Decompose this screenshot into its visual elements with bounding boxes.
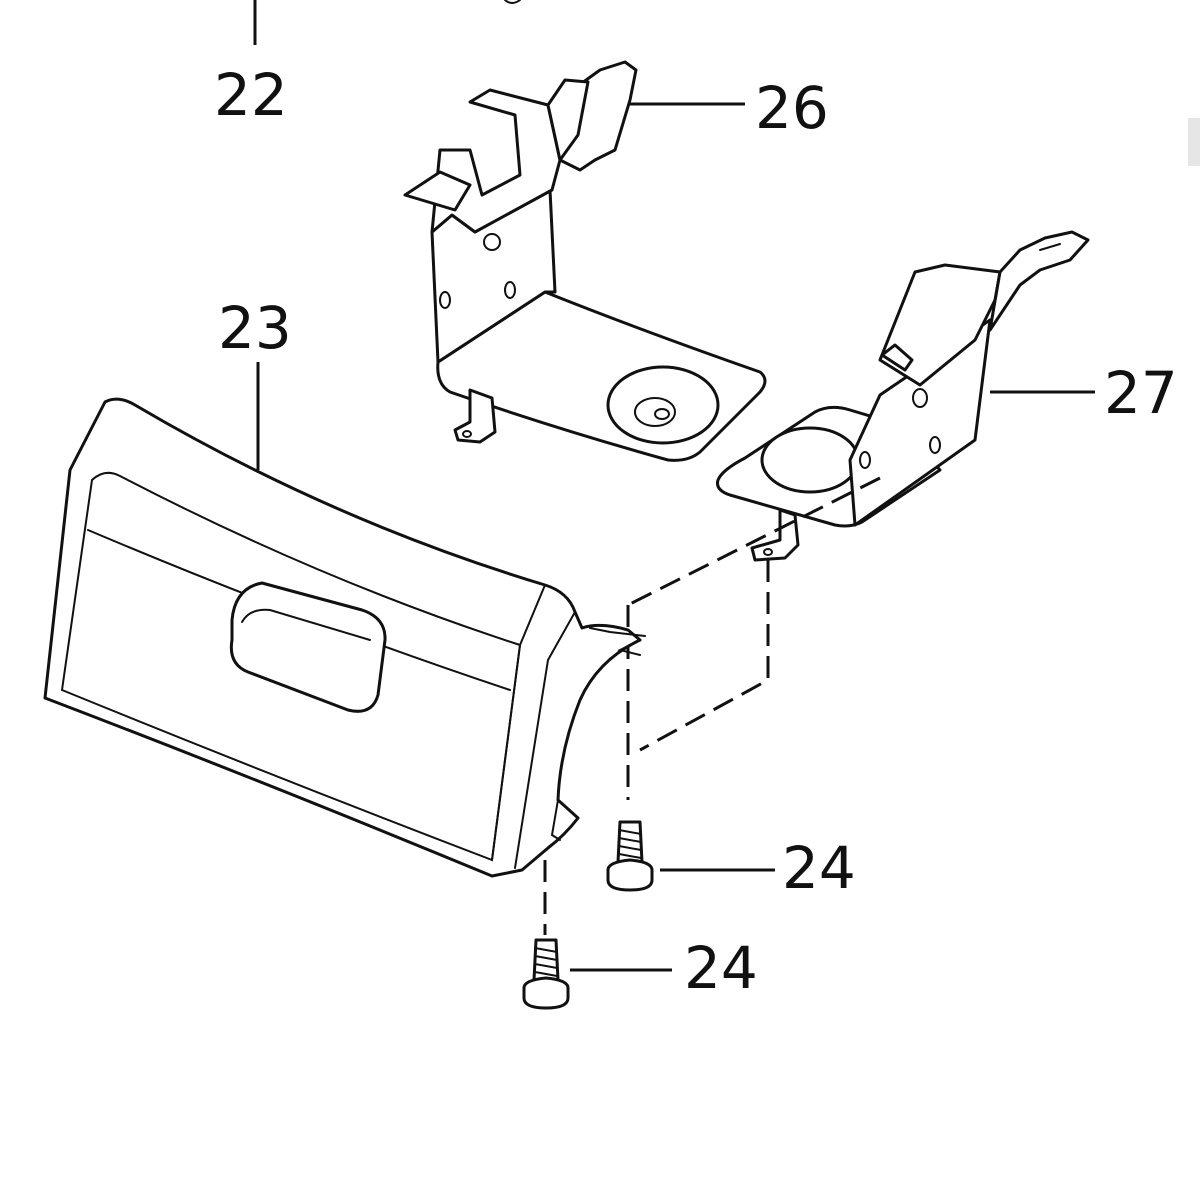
callout-23: 23 — [218, 294, 292, 362]
edge-mark — [1188, 118, 1200, 166]
screw-24-upper — [606, 820, 654, 892]
callout-24-lower: 24 — [684, 934, 758, 1002]
callout-26: 26 — [755, 74, 829, 142]
callout-24-upper: 24 — [782, 834, 856, 902]
callout-27: 27 — [1104, 359, 1178, 427]
screw-24-lower — [522, 938, 570, 1010]
partial-part-top — [504, 0, 521, 4]
bracket-26 — [403, 60, 767, 462]
bracket-27 — [716, 230, 1090, 562]
cover-panel-23 — [43, 397, 646, 878]
callout-22: 22 — [214, 61, 288, 129]
